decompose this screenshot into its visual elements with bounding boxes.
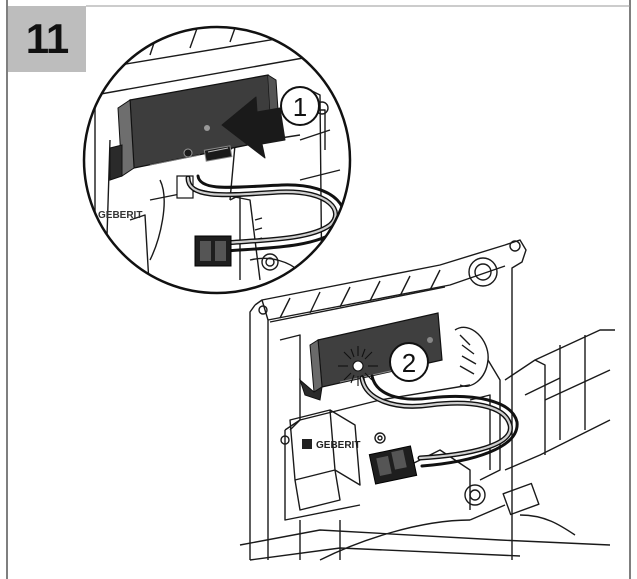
brand-label-main: GEBERIT: [302, 439, 360, 451]
callout-2: 2: [389, 342, 429, 382]
cable-zoom: [185, 174, 346, 253]
zoom-circle-bg: [84, 27, 350, 293]
control-module-main: [298, 312, 443, 401]
brand-text-zoom: GEBERIT: [98, 210, 142, 221]
connector-zoom: [194, 235, 232, 267]
led-flash-icon: [338, 346, 378, 386]
connector-main: [368, 445, 418, 485]
step-number-box: 11: [8, 6, 86, 72]
step-number: 11: [25, 15, 69, 62]
callout-2-label: 2: [402, 348, 416, 378]
cable-main: [359, 374, 519, 468]
brand-text-main: GEBERIT: [316, 440, 360, 451]
push-arrow-icon: [221, 96, 286, 159]
main-assembly: [239, 239, 615, 561]
zoom-detail: GEBERIT: [89, 27, 346, 293]
callout-1: 1: [280, 86, 320, 126]
callout-1-label: 1: [293, 92, 307, 122]
zoom-circle-border: [82, 25, 352, 295]
